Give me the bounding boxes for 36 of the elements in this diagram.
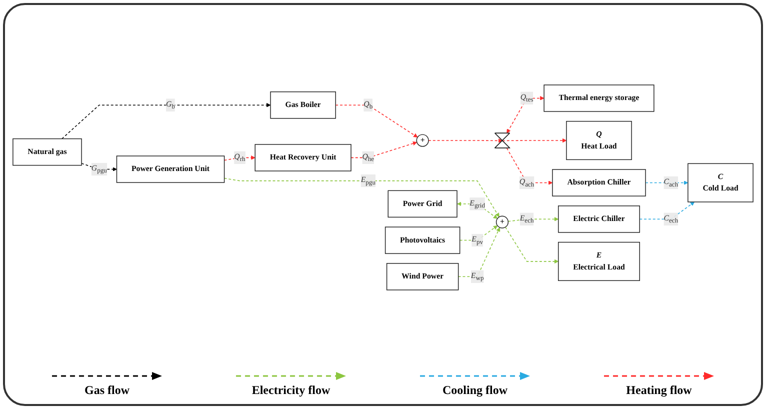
node-box [688,162,754,202]
arrow [335,104,418,137]
arrow [502,138,567,142]
arrow [506,96,544,133]
arrow [457,201,498,218]
node-box [384,226,460,254]
arrow [428,138,503,142]
legend-label: Electricity flow [252,383,330,398]
arrow [506,147,553,184]
node-box [558,205,640,232]
legend-label: Cooling flow [442,383,508,398]
node-box [386,262,459,290]
arrow [350,140,418,158]
arrow [62,102,271,139]
arrow [645,180,688,184]
node-box [116,155,225,182]
arrow [504,226,559,264]
node-box [254,144,352,171]
legend-label: Gas flow [84,383,130,398]
arrow [639,201,695,220]
node-box [544,84,654,112]
node-box [552,168,646,196]
node-box [558,241,640,281]
node-box [270,91,336,118]
node-box [566,120,632,160]
node-box [12,138,82,166]
arrow [459,224,498,240]
arrow [458,226,500,277]
arrow [508,216,559,222]
node-box [388,190,458,218]
legend-label: Heating flow [626,383,692,398]
node-circle [496,215,509,228]
arrow [81,162,117,171]
node-circle [416,134,429,146]
arrow [224,155,256,160]
arrow [224,177,500,217]
